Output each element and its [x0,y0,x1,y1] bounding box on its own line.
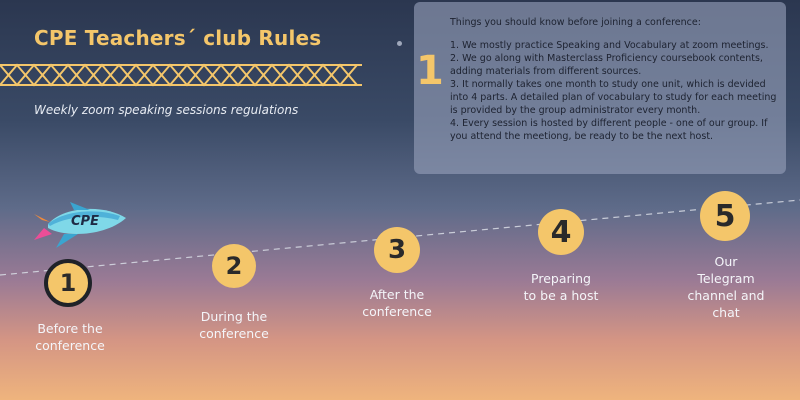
step-5-number: 5 [714,198,736,234]
star-decoration [397,41,402,46]
step-1-label: Before the conference [35,321,105,353]
step-2-number: 2 [225,252,243,280]
page-subtitle: Weekly zoom speaking sessions regulation… [34,103,299,117]
rocket-label: CPE [71,214,99,229]
step-2-circle[interactable]: 2 [212,244,256,288]
info-panel [414,2,786,174]
info-rule: 1. We mostly practice Speaking and Vocab… [450,40,769,51]
info-rule: 4. Every session is hosted by different … [450,118,768,142]
step-5-circle[interactable]: 5 [700,191,750,241]
info-heading: Things you should know before joining a … [450,17,701,28]
truss-decoration [0,63,362,87]
step-4-circle[interactable]: 4 [538,209,584,255]
step-1-circle[interactable]: 1 [44,259,92,307]
rocket-icon: CPE [34,202,126,248]
info-panel-number: 1 [416,48,444,94]
step-3-circle[interactable]: 3 [374,227,420,273]
page-title: CPE Teachers´ club Rules [34,26,322,50]
info-panel-text: Things you should know before joining a … [450,16,784,143]
step-4-number: 4 [550,214,572,250]
step-4-label: Preparing to be a host [523,271,599,303]
step-5-label: Our Telegram channel and chat [687,254,765,320]
step-3-number: 3 [387,235,407,265]
info-rule: 3. It normally takes one month to study … [450,79,777,116]
step-2-label: During the conference [199,309,269,341]
step-1-number: 1 [59,269,77,297]
info-rule: 2. We go along with Masterclass Proficie… [450,53,763,77]
step-3-label: After the conference [362,287,432,319]
